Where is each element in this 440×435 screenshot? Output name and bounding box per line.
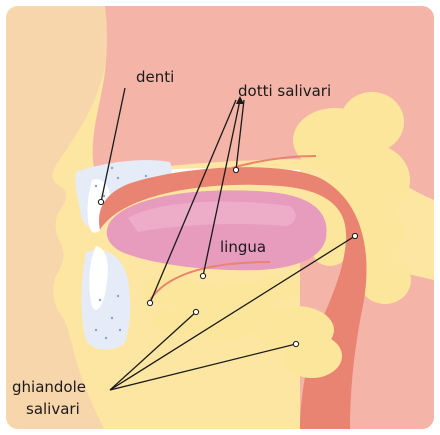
- label-tongue: lingua: [220, 238, 266, 256]
- label-salivary-glands-line1: ghiandole: [12, 378, 86, 396]
- label-salivary-ducts: dotti salivari: [238, 82, 331, 100]
- label-teeth: denti: [136, 68, 174, 86]
- label-salivary-glands-line2: salivari: [26, 400, 80, 418]
